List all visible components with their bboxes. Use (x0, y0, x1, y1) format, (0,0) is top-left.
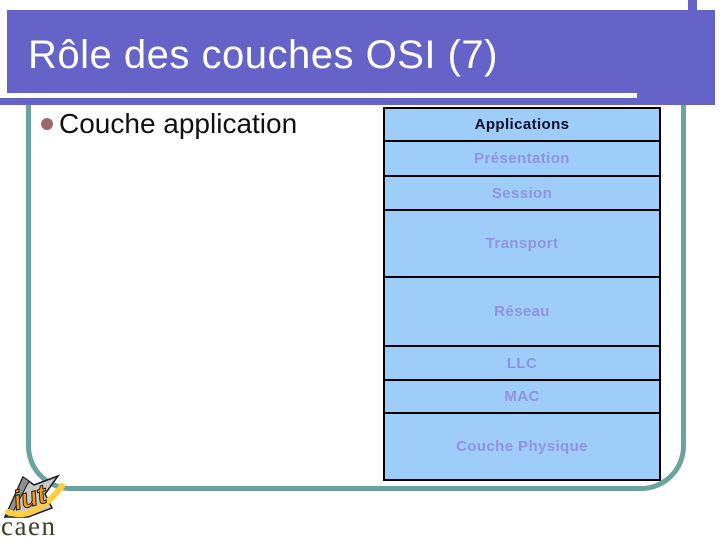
iut-caen-logo: iut caen (0, 472, 72, 541)
page-title: Rôle des couches OSI (7) (28, 33, 498, 77)
osi-layer-label: LLC (506, 354, 538, 372)
osi-layer-session: Session (385, 175, 659, 209)
osi-layer-label: Session (491, 184, 553, 202)
osi-layer-présentation: Présentation (385, 140, 659, 175)
osi-layer-label: Présentation (474, 150, 570, 167)
osi-layer-couche-physique: Couche Physique (385, 412, 659, 479)
logo-caen-text: caen (1, 511, 56, 540)
osi-layer-label: Transport (485, 235, 559, 252)
iut-caen-logo-graphic: iut caen (1, 474, 65, 541)
logo-swoosh (5, 483, 65, 518)
osi-layer-label: Couche Physique (456, 438, 588, 455)
title-underline (0, 93, 637, 98)
osi-layer-label: Applications (474, 116, 570, 133)
osi-layer-applications: Applications (385, 109, 659, 140)
osi-layer-mac: MAC (385, 379, 659, 412)
bullet-item: Couche application (41, 108, 297, 140)
osi-layer-réseau: Réseau (385, 276, 659, 345)
title-bar-left-stub (0, 98, 7, 105)
bullet-label: Couche application (59, 108, 298, 139)
osi-layer-label: MAC (504, 388, 540, 405)
title-bar-corner-notch (688, 0, 697, 10)
bullet-icon (41, 118, 53, 130)
osi-layer-label: Réseau (494, 303, 550, 320)
osi-layer-transport: Transport (385, 209, 659, 276)
osi-stack-diagram: Applications Présentation Session Transp… (383, 107, 661, 481)
osi-layer-llc: LLC (385, 345, 659, 379)
title-bar: Rôle des couches OSI (7) (7, 10, 715, 105)
